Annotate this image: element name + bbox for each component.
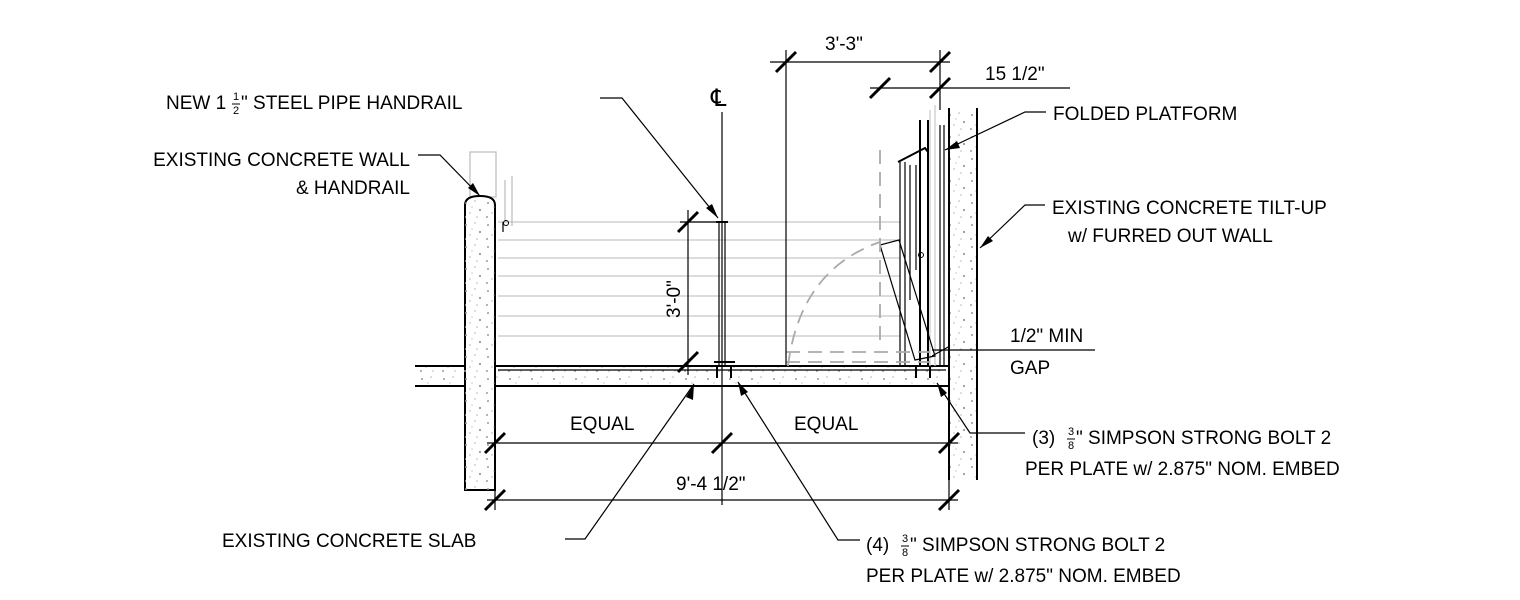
label-handrail-frac-den: 2 [233, 105, 239, 117]
label-bolt4-frac-num: 3 [902, 533, 908, 545]
label-slab: EXISTING CONCRETE SLAB [222, 531, 476, 552]
label-gap-1: 1/2" MIN [1010, 326, 1083, 347]
dimension-equal: EQUAL EQUAL [483, 386, 961, 510]
label-folded-platform: FOLDED PLATFORM [1053, 104, 1237, 125]
dim-equal-left-text: EQUAL [570, 414, 634, 435]
dim-overall-text: 9'-4 1/2" [676, 474, 746, 495]
label-existing-wall-1: EXISTING CONCRETE WALL [153, 150, 410, 171]
label-handrail-rest: " STEEL PIPE HANDRAIL [241, 93, 462, 114]
label-existing-wall-2: & HANDRAIL [296, 178, 410, 199]
label-handrail-frac-num: 1 [233, 91, 239, 103]
gap-arrow [931, 345, 951, 357]
leaders [418, 97, 1046, 541]
centerline: ℄ [710, 85, 727, 505]
label-tiltup-2: w/ FURRED OUT WALL [1067, 226, 1273, 247]
label-bolt4-frac-den: 8 [902, 547, 908, 559]
label-bolt3-frac-num: 3 [1068, 426, 1074, 438]
swing-arc [786, 150, 930, 367]
dim-top-right-text: 15 1/2" [985, 64, 1045, 85]
dim-top-width-text: 3'-3" [825, 34, 863, 55]
dim-equal-right-text: EQUAL [794, 414, 858, 435]
label-bolt3-prefix: (3) [1032, 428, 1055, 449]
right-concrete-wall [929, 105, 978, 480]
label-bolt4-line2: PER PLATE w/ 2.875" NOM. EMBED [866, 566, 1181, 587]
folded-platform [879, 120, 936, 366]
label-bolt3-line2: PER PLATE w/ 2.875" NOM. EMBED [1025, 459, 1340, 480]
dimension-height: 3'-0" [664, 210, 716, 375]
label-gap-2: GAP [1010, 358, 1050, 379]
dimension-top-right: 15 1/2" [868, 64, 1070, 100]
label-tiltup-1: EXISTING CONCRETE TILT-UP [1052, 198, 1327, 219]
label-bolt4-prefix: (4) [866, 535, 889, 556]
new-handrail-post [714, 221, 931, 378]
label-bolt3-frac-den: 8 [1068, 440, 1074, 452]
existing-handrail [469, 151, 513, 232]
label-bolt3-rest: " SIMPSON STRONG BOLT 2 [1076, 428, 1331, 449]
label-handrail: NEW 1 [166, 93, 226, 114]
ghost-railing [498, 221, 900, 337]
left-concrete-wall [464, 194, 496, 491]
dim-height-text: 3'-0" [664, 280, 685, 318]
dimension-top-width: 3'-3" [770, 34, 952, 366]
labels: NEW 1 1 2 " STEEL PIPE HANDRAIL EXISTING… [153, 91, 1340, 587]
label-bolt4-rest: " SIMPSON STRONG BOLT 2 [910, 535, 1165, 556]
centerline-symbol: ℄ [710, 85, 727, 112]
dimension-overall: 9'-4 1/2" [483, 474, 961, 512]
